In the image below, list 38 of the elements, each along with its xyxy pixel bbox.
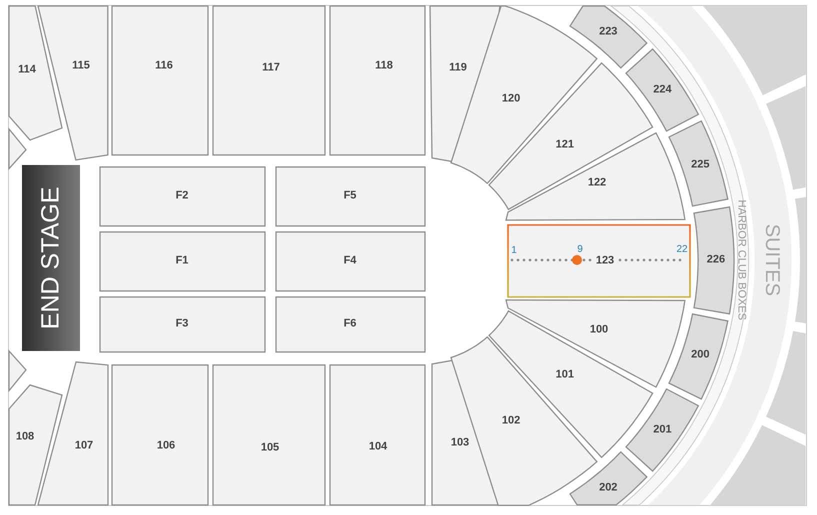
section-number: F3 [176,318,188,330]
section-number: 120 [502,93,520,104]
section-number: 101 [556,370,574,381]
section-number: 122 [588,177,606,188]
section-number: 121 [556,139,574,150]
section-number: 118 [375,60,393,72]
section-number: 107 [74,440,94,452]
section-number: 200 [691,350,710,361]
row-seat-number: 1 [511,246,517,256]
section-number: F5 [344,190,356,202]
section-number: 225 [691,159,710,170]
section-number: 115 [72,60,90,72]
section-number: 202 [599,482,618,494]
section-number: 104 [368,442,388,452]
section-number: 223 [599,26,618,38]
stage-label: END STAGE [38,186,64,330]
section-number: 123 [596,256,614,266]
section-number: 226 [706,254,726,266]
section-number: F1 [176,256,188,266]
section-number: 103 [450,438,470,448]
section-number: F6 [344,318,356,330]
section-number: 106 [156,440,176,452]
section-number: 108 [16,432,34,442]
section-number: 116 [155,60,173,72]
ring-label: SUITES [762,224,782,296]
row-seat-number: 22 [676,245,688,255]
section-number: 201 [653,424,672,436]
ring-label: HARBOR CLUB BOXES [735,200,746,320]
section-number: F2 [176,190,188,202]
section-number: F4 [344,256,356,266]
row-seat-number: 9 [577,245,583,255]
section-number: 105 [260,442,280,454]
section-number: 117 [262,62,280,74]
section-number: 224 [653,84,672,96]
section-number: 114 [18,64,36,76]
section-number: 100 [590,324,608,336]
section-number: 119 [449,62,467,74]
section-number: 102 [502,416,520,426]
